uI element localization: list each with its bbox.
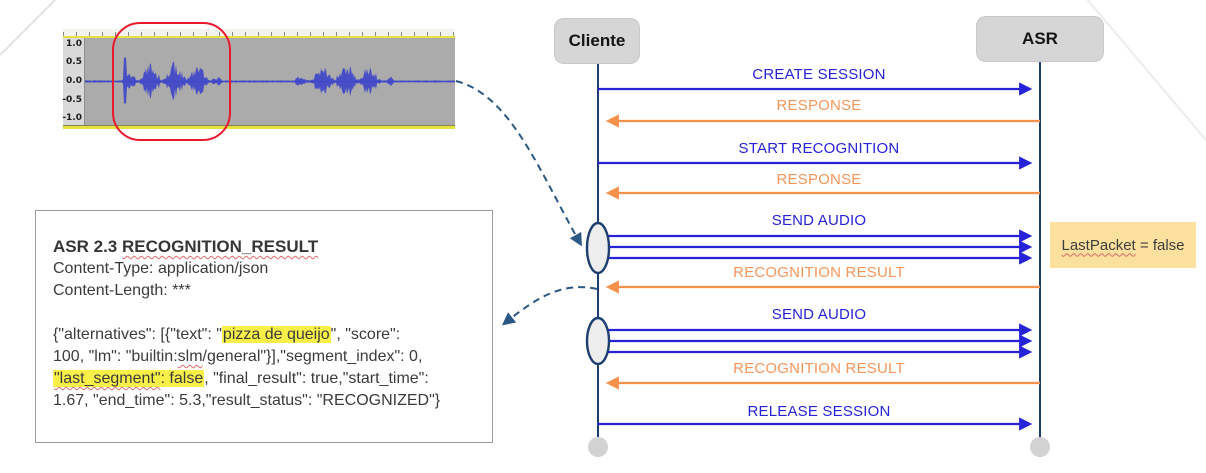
waveform-timeline-ruler	[63, 29, 455, 38]
highlight-recognized-text: pizza de queijo	[221, 326, 331, 343]
scale-label: 0.0	[66, 76, 82, 86]
waveform-amplitude-scale: 1.0 0.5 0.0 -0.5 -1.0	[62, 38, 85, 125]
message-label-response-1: RESPONSE	[776, 97, 862, 114]
note-content-length-line: Content-Length: ***	[53, 282, 191, 299]
callout-arrow-waveform-to-audio-group	[455, 80, 582, 247]
note-heading-term: RECOGNITION_RESULT	[121, 237, 319, 256]
audio-waveform-panel: 1.0 0.5 0.0 -0.5 -1.0	[62, 29, 455, 129]
lastpacket-annotation: LastPacket = false	[1050, 222, 1196, 268]
message-label-send-audio-2: SEND AUDIO	[771, 306, 867, 323]
selection-highlight-rect	[112, 22, 231, 141]
message-label-recognition-result-1: RECOGNITION RESULT	[733, 264, 905, 281]
note-heading-prefix: ASR 2.3	[53, 237, 122, 256]
scale-label: -0.5	[62, 95, 82, 105]
recognition-result-note: ASR 2.3 RECOGNITION_RESULT Content-Type:…	[35, 210, 493, 443]
message-label-response-2: RESPONSE	[776, 171, 862, 188]
lastpacket-key: LastPacket	[1061, 236, 1136, 254]
callout-arrow-result-to-note	[501, 286, 598, 326]
highlight-last-segment: "last_segment": false	[53, 370, 205, 387]
message-label-send-audio-1: SEND AUDIO	[771, 212, 867, 229]
waveform-trace	[85, 57, 455, 104]
arrow-send-audio-2	[600, 323, 1033, 359]
actor-box-asr: ASR	[976, 16, 1104, 62]
actor-label-cliente: Cliente	[568, 31, 626, 50]
corner-artifact-left	[0, 0, 57, 56]
waveform-bottom-border	[63, 125, 455, 129]
message-label-release-session: RELEASE SESSION	[747, 403, 891, 420]
scale-label: -1.0	[62, 113, 82, 123]
corner-artifact-right	[1086, 0, 1206, 141]
message-label-start-recognition: START RECOGNITION	[738, 140, 900, 157]
waveform-plot-area	[85, 38, 455, 125]
note-heading: ASR 2.3 RECOGNITION_RESULT	[53, 236, 476, 258]
message-label-create-session: CREATE SESSION	[752, 66, 886, 83]
message-label-recognition-result-2: RECOGNITION RESULT	[733, 360, 905, 377]
note-content-type-line: Content-Type: application/json	[53, 260, 269, 277]
note-json-line-3: "last_segment": false, "final_result": t…	[53, 370, 429, 387]
actor-label-asr: ASR	[1022, 29, 1058, 48]
arrow-send-audio-1	[600, 229, 1033, 265]
note-json-line-4: 1.67, "end_time": 5.3,"result_status": "…	[53, 392, 441, 409]
lifeline-end-asr	[1030, 437, 1050, 457]
audio-packet-group-ellipse-2	[585, 316, 611, 366]
audio-packet-group-ellipse-1	[585, 221, 611, 275]
note-json-line-2: 100, "lm": "builtin:slm/general"}],"segm…	[53, 348, 423, 365]
scale-label: 1.0	[66, 39, 82, 49]
lastpacket-value: = false	[1135, 236, 1185, 254]
lifeline-end-cliente	[588, 437, 608, 457]
actor-box-cliente: Cliente	[554, 18, 640, 64]
scale-label: 0.5	[66, 57, 82, 67]
note-json-line-1: {"alternatives": [{"text": "pizza de que…	[53, 326, 401, 343]
